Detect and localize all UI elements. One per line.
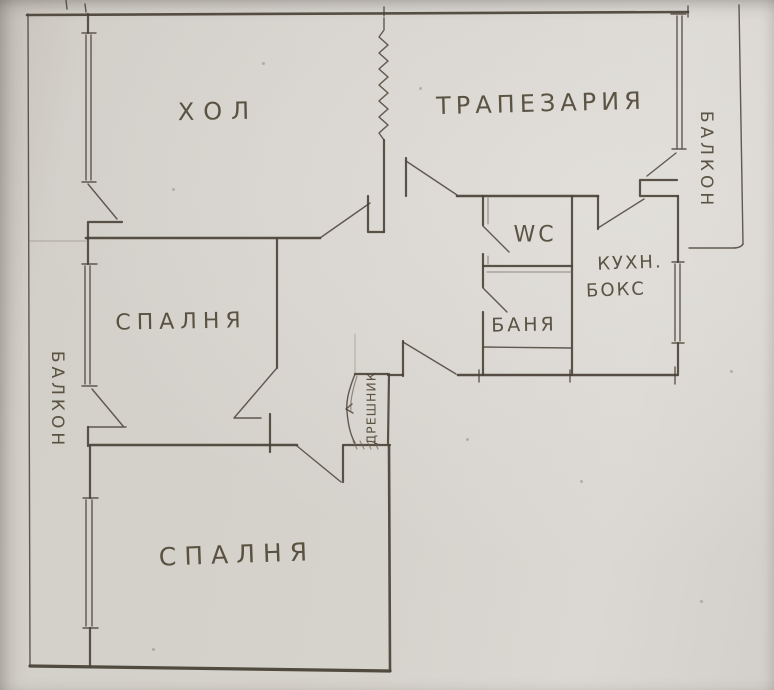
room-label-balcony-right: БАЛКОН xyxy=(695,110,716,210)
right-balcony-rail xyxy=(738,4,744,245)
door-swing-bath xyxy=(482,287,508,313)
bath-bottom-line xyxy=(482,346,572,349)
door-swing-bedroom-balcony xyxy=(91,388,124,427)
paper-speck xyxy=(730,370,733,373)
room-label-kitchen-line2: БОКС xyxy=(585,278,647,302)
door-swing-dining xyxy=(405,160,458,196)
bedroom-middle-walls xyxy=(81,237,127,448)
window-kitchen xyxy=(674,263,681,342)
paper-speck xyxy=(262,62,265,65)
top-wall xyxy=(25,10,690,17)
left-balcony-rail xyxy=(27,13,31,667)
paper-speck xyxy=(700,600,703,603)
door-swing-hall xyxy=(319,202,371,239)
room-label-balcony-left: БАЛКОН xyxy=(46,350,67,450)
bedroom-bottom-right-wall xyxy=(387,443,392,672)
wall-segment xyxy=(366,194,386,234)
door-swing-wc xyxy=(482,225,510,253)
wall-hatching xyxy=(352,440,379,450)
dining-walls xyxy=(404,13,687,231)
door-swing-dining-balcony xyxy=(646,152,677,177)
arrow-icon xyxy=(345,403,354,414)
window-hall xyxy=(85,34,92,181)
accordion-divider xyxy=(378,17,389,141)
paper-speck xyxy=(466,438,469,441)
window-caps xyxy=(671,261,685,344)
window-bedroom-middle xyxy=(84,265,91,385)
window-caps xyxy=(670,13,687,150)
door-swing-bedroom-middle xyxy=(233,368,277,419)
room-label-kitchen-line1: КУХН. xyxy=(596,251,663,275)
closet-folding-door xyxy=(346,373,356,444)
hall-walls xyxy=(81,12,386,241)
wall-segment xyxy=(86,220,124,241)
room-label-dining: ТРАПЕЗАРИЯ xyxy=(435,86,647,121)
corridor-walls xyxy=(233,237,457,454)
window-caps xyxy=(81,32,97,183)
room-label-bedroom-bottom: СПАЛНЯ xyxy=(158,537,316,572)
kitchen-walls xyxy=(456,194,685,385)
closet-box xyxy=(353,372,391,445)
bedroom-bottom-walls xyxy=(82,443,392,672)
room-label-wc: WC xyxy=(513,222,557,248)
kitchen-top-wall xyxy=(638,178,680,198)
paper-speck xyxy=(419,87,422,90)
room-label-bedroom-middle: СПАЛНЯ xyxy=(115,308,247,336)
door-swing-hall-balcony xyxy=(87,183,118,220)
closet-walls xyxy=(341,372,392,450)
pen-tick xyxy=(65,0,68,10)
window-dining xyxy=(676,15,683,149)
closet-folding-door-inner xyxy=(350,375,358,411)
room-label-bathroom: БАНЯ xyxy=(491,313,557,337)
door-swing-kitchen xyxy=(597,198,645,229)
pen-tick xyxy=(84,3,87,13)
door-swing-corridor xyxy=(402,341,457,375)
right-balcony xyxy=(687,4,744,249)
bottom-wall xyxy=(28,664,392,673)
pen-tick xyxy=(478,366,676,385)
paper-speck xyxy=(580,480,583,483)
paper-speck xyxy=(152,648,155,651)
room-label-closet: ДРЕШНИК xyxy=(363,371,379,445)
window-caps xyxy=(82,497,99,629)
window-bedroom-bottom xyxy=(85,499,93,627)
window-caps xyxy=(81,263,98,387)
right-balcony-bottom xyxy=(688,243,744,249)
wc-bath-walls xyxy=(481,194,574,377)
room-label-hall: ХОЛ xyxy=(177,96,259,127)
hall-dining-divider xyxy=(378,6,389,234)
door-swing-bedroom-bottom xyxy=(296,445,342,483)
paper-speck xyxy=(172,188,175,191)
